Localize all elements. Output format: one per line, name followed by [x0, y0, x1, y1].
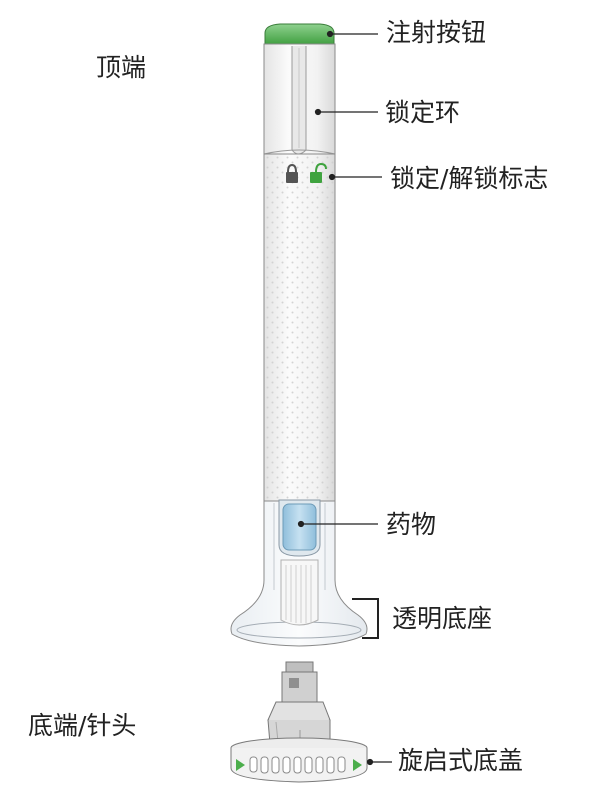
- top-end-label: 顶端: [96, 53, 147, 82]
- clear-base-shape: [230, 500, 368, 647]
- needle-hub-shape: [267, 661, 331, 751]
- injection-button-label: 注射按钮: [386, 18, 487, 47]
- pen-body-shape: [263, 153, 336, 502]
- medicine-cartridge-shape: [278, 499, 321, 557]
- lock-symbol-icon: [286, 163, 298, 183]
- leader-clear-base-bracket: [352, 598, 379, 639]
- medicine-label: 药物: [386, 510, 437, 539]
- injection-button-shape: [264, 23, 335, 46]
- bottom-end-label: 底端/针头: [28, 711, 137, 740]
- leader-lines: [297, 30, 392, 766]
- cap-arrow-left-icon: [236, 759, 245, 771]
- lock-ring-label: 锁定环: [385, 98, 461, 127]
- clear-base-label: 透明底座: [392, 604, 493, 633]
- twist-off-cap-label: 旋启式底盖: [398, 746, 524, 775]
- lock-ring-shape: [263, 43, 336, 155]
- twist-off-cap-shape: [230, 737, 368, 783]
- lock-unlock-symbol-label: 锁定/解锁标志: [390, 164, 549, 193]
- unlock-symbol-icon: [310, 162, 327, 183]
- cap-arrow-right-icon: [353, 759, 362, 771]
